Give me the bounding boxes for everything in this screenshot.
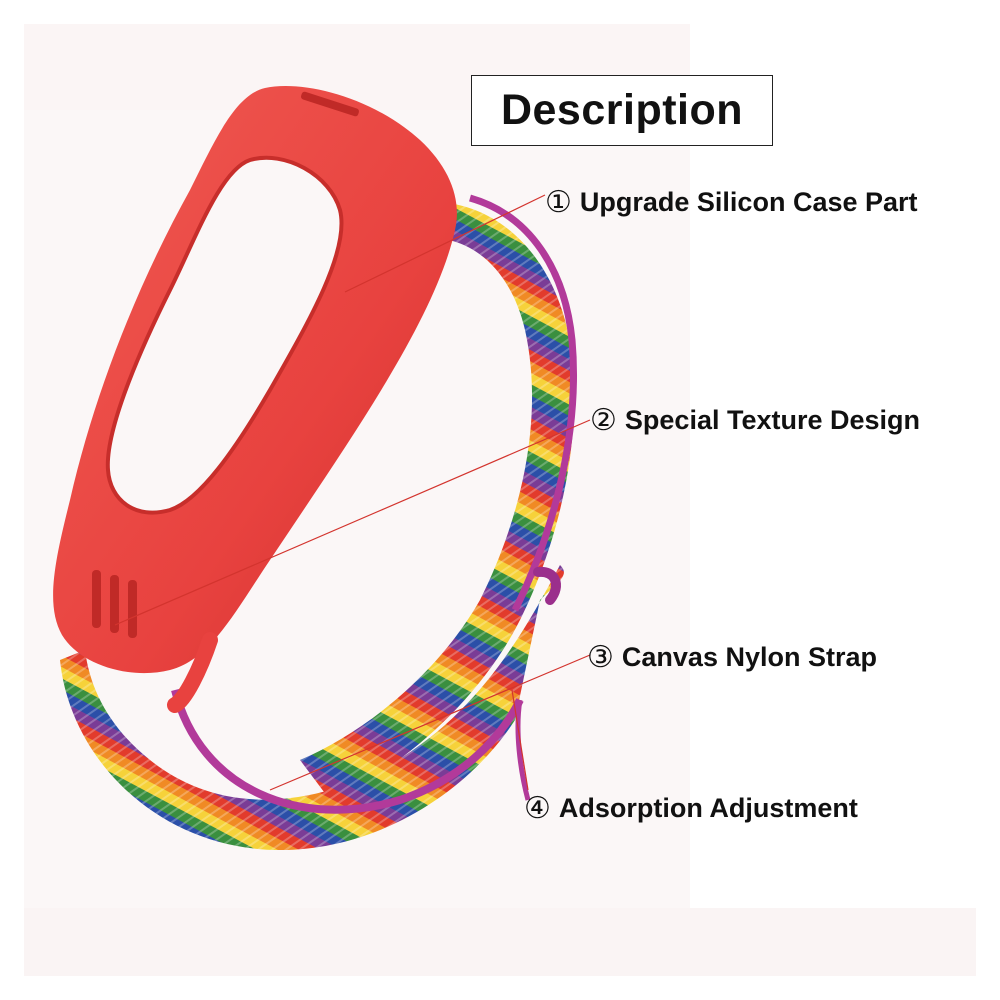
- feature-label-3: ③ Canvas Nylon Strap: [587, 642, 877, 673]
- feature-number-2: ②: [590, 402, 617, 438]
- pointer-line-2: [114, 419, 591, 626]
- strap-back: [300, 194, 577, 801]
- feature-text-3: Canvas Nylon Strap: [621, 642, 877, 672]
- pointer-line-4: [511, 689, 529, 791]
- pointer-line-1: [344, 194, 546, 293]
- feature-label-1: ① Upgrade Silicon Case Part: [545, 187, 918, 218]
- description-title: Description: [500, 86, 744, 134]
- pointer-lines: [114, 194, 591, 791]
- feature-number-1: ①: [545, 184, 572, 220]
- pointer-line-3: [269, 654, 591, 791]
- background-right-band: [690, 24, 976, 976]
- silicone-case: [53, 85, 457, 713]
- description-title-box: Description: [471, 75, 773, 146]
- strap-front: [60, 565, 564, 850]
- feature-label-4: ④ Adsorption Adjustment: [524, 793, 858, 824]
- feature-text-2: Special Texture Design: [624, 405, 921, 435]
- feature-label-2: ② Special Texture Design: [590, 405, 920, 436]
- feature-text-4: Adsorption Adjustment: [558, 793, 858, 823]
- feature-text-1: Upgrade Silicon Case Part: [579, 187, 918, 217]
- case-grip-slots: [92, 570, 137, 638]
- feature-number-4: ④: [524, 790, 551, 826]
- background-bottom-band: [24, 908, 976, 976]
- feature-number-3: ③: [587, 639, 614, 675]
